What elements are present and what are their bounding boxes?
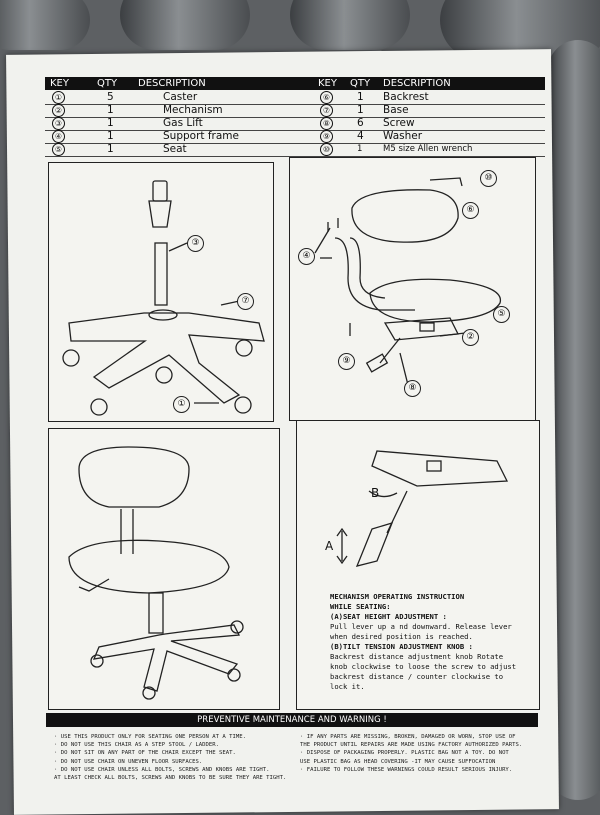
part-qty: 1 [357,91,364,103]
warning-item: · FAILURE TO FOLLOW THESE WARNINGS COULD… [300,766,513,773]
panel-assembled-chair [48,428,280,710]
tilt-tension-heading: (B)TILT TENSION ADJUSTMENT KNOB : [330,642,473,651]
warning-item: USE PLASTIC BAG AS HEAD COVERING -IT MAY… [300,758,496,765]
callout-2: ② [462,329,479,346]
panel-mechanism: B A [296,420,540,710]
background-tube [120,0,250,50]
table-row: ⑧ 6 Screw [310,117,545,131]
callout-9: ⑨ [338,353,355,370]
warning-item: · DO NOT USE CHAIR ON UNEVEN FLOOR SURFA… [54,758,203,765]
panel-seat-assembly: ⑩ ⑥ ④ ⑤ ② ⑨ ⑧ [289,157,536,421]
part-description: Support frame [163,130,239,142]
tilt-tension-text: backrest distance / counter clockwise to [330,672,504,681]
part-qty: 1 [107,130,114,142]
parts-table-header: KEY QTY DESCRIPTION [45,77,310,90]
part-key: ① [52,91,65,104]
part-description: Washer [383,130,423,142]
part-key: ⑧ [320,117,333,130]
parts-table-header: KEY QTY DESCRIPTION [310,77,545,90]
part-key: ② [52,104,65,117]
parts-table-left: KEY QTY DESCRIPTION ① 5 Caster ② 1 Mecha… [45,77,310,157]
header-description: DESCRIPTION [138,78,206,89]
table-row: ⑥ 1 Backrest [310,91,545,105]
warning-item: · IF ANY PARTS ARE MISSING, BROKEN, DAMA… [300,734,516,740]
tilt-tension-text: knob clockwise to loose the screw to adj… [330,662,517,671]
callout-1: ① [173,396,190,413]
part-key: ⑥ [320,91,333,104]
part-key: ⑨ [320,130,333,143]
part-key: ⑤ [52,143,65,156]
table-row: ③ 1 Gas Lift [45,117,310,131]
part-description: Mechanism [163,104,223,116]
background-tube [290,0,410,50]
header-qty: QTY [97,78,118,89]
part-description: M5 size Allen wrench [383,144,473,154]
part-description: Base [383,104,409,116]
table-row: ④ 1 Support frame [45,130,310,144]
warning-left-column: · USE THIS PRODUCT ONLY FOR SEATING ONE … [54,733,286,782]
part-description: Caster [163,91,198,103]
table-row: ⑨ 4 Washer [310,130,545,144]
parts-table: KEY QTY DESCRIPTION ① 5 Caster ② 1 Mecha… [45,77,545,157]
part-qty: 1 [357,104,364,116]
panel-base-assembly: ③ ⑦ ① [48,162,274,422]
header-qty: QTY [350,78,371,89]
part-description: Seat [163,143,187,155]
part-qty: 1 [357,144,363,154]
warning-item: · USE THIS PRODUCT ONLY FOR SEATING ONE … [54,734,246,740]
mechanism-title: MECHANISM OPERATING INSTRUCTION [330,592,465,601]
warning-item: · DO NOT USE THIS CHAIR AS A STEP STOOL … [54,742,220,749]
seat-assembly-illustration [314,177,502,394]
warning-item: THE PRODUCT UNTIL REPAIRS ARE MADE USING… [300,742,523,749]
table-row: ⑦ 1 Base [310,104,545,118]
mechanism-instructions: MECHANISM OPERATING INSTRUCTION WHILE SE… [330,592,530,692]
part-key: ④ [52,130,65,143]
assembled-chair-illustration [68,446,244,700]
part-qty: 1 [107,104,114,116]
part-key: ⑦ [320,104,333,117]
base-assembly-illustration [62,180,265,416]
part-qty: 1 [107,117,114,129]
part-qty: 1 [107,143,114,155]
part-key: ③ [52,117,65,130]
part-description: Gas Lift [163,117,203,129]
label-a: A [325,539,334,553]
part-qty: 5 [107,91,114,103]
tilt-tension-text: Backrest distance adjustment knob Rotate [330,652,504,661]
warning-right-column: · IF ANY PARTS ARE MISSING, BROKEN, DAMA… [300,733,522,774]
callout-10: ⑩ [480,170,497,187]
warning-title: PREVENTIVE MAINTENANCE AND WARNING ! [46,713,538,727]
tilt-tension-text: lock it. [330,682,365,691]
seat-height-text: when desired position is reached. [330,632,473,641]
part-qty: 4 [357,130,364,142]
part-description: Backrest [383,91,429,103]
callout-5: ⑤ [493,306,510,323]
table-row: ① 5 Caster [45,91,310,105]
callout-3: ③ [187,235,204,252]
header-description: DESCRIPTION [383,78,451,89]
header-key: KEY [50,78,69,89]
label-b: B [371,486,380,500]
mechanism-subtitle: WHILE SEATING: [330,602,391,611]
table-row: ② 1 Mechanism [45,104,310,118]
warning-item: · DO NOT SIT ON ANY PART OF THE CHAIR EX… [54,750,236,757]
callout-8: ⑧ [404,380,421,397]
callout-6: ⑥ [462,202,479,219]
warning-item: · DO NOT USE CHAIR UNLESS ALL BOLTS, SCR… [54,766,270,773]
callout-4: ④ [298,248,315,265]
table-row: ⑩ 1 M5 size Allen wrench [310,143,545,157]
seat-height-text: Pull lever up a nd downward. Release lev… [330,622,512,631]
header-key: KEY [318,78,337,89]
warning-item: · DISPOSE OF PACKAGING PROPERLY. PLASTIC… [300,750,509,757]
part-description: Screw [383,117,415,129]
part-key: ⑩ [320,143,333,156]
seat-height-heading: (A)SEAT HEIGHT ADJUSTMENT : [330,612,447,621]
part-qty: 6 [357,117,364,129]
warning-item: AT LEAST CHECK ALL BOLTS, SCREWS AND KNO… [54,775,287,782]
background-tube [0,0,90,50]
parts-table-right: KEY QTY DESCRIPTION ⑥ 1 Backrest ⑦ 1 Bas… [310,77,545,157]
mechanism-illustration [336,450,509,567]
table-row: ⑤ 1 Seat [45,143,310,157]
callout-7: ⑦ [237,293,254,310]
